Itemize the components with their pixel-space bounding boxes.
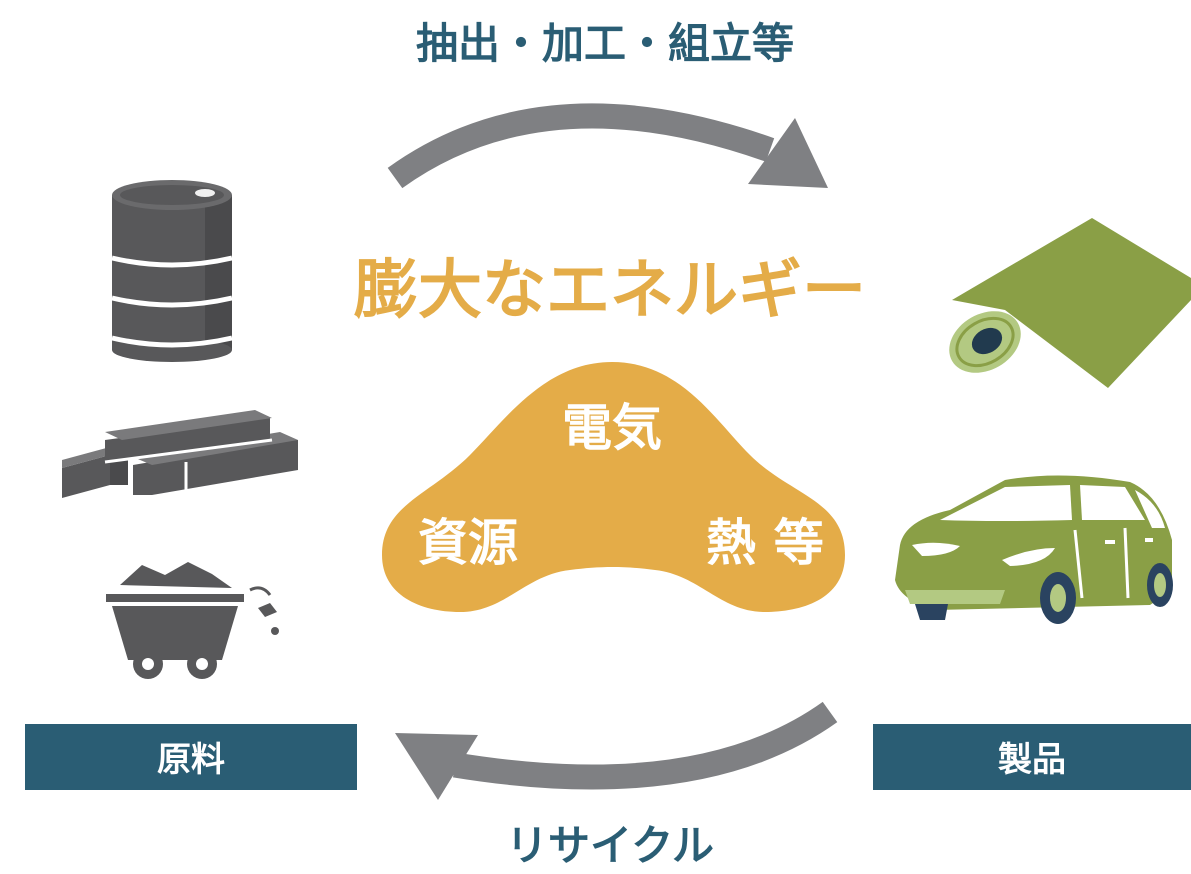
center-title: 膨大なエネルギー [354,254,866,328]
top-arrow [387,103,828,189]
mine-cart-icon [106,562,279,679]
car-icon [895,475,1173,624]
products-label: 製品 [998,740,1066,780]
energy-electricity: 電気 [562,399,662,457]
top-process-label: 抽出・加工・組立等 [416,19,794,68]
bottom-arrow [395,701,838,800]
raw-materials-label: 原料 [157,740,225,780]
energy-resources: 資源 [418,514,518,572]
energy-heat: 熱 等 [706,514,823,572]
raw-materials-label-box: 原料 [25,724,357,790]
oil-drum-icon [111,180,233,362]
metal-ingots-icon [62,410,298,498]
products-label-box: 製品 [873,724,1191,790]
fabric-roll-icon [949,218,1191,388]
energy-blob: 電気 資源 熱 等 [382,362,845,612]
bottom-process-label: リサイクル [506,821,714,870]
